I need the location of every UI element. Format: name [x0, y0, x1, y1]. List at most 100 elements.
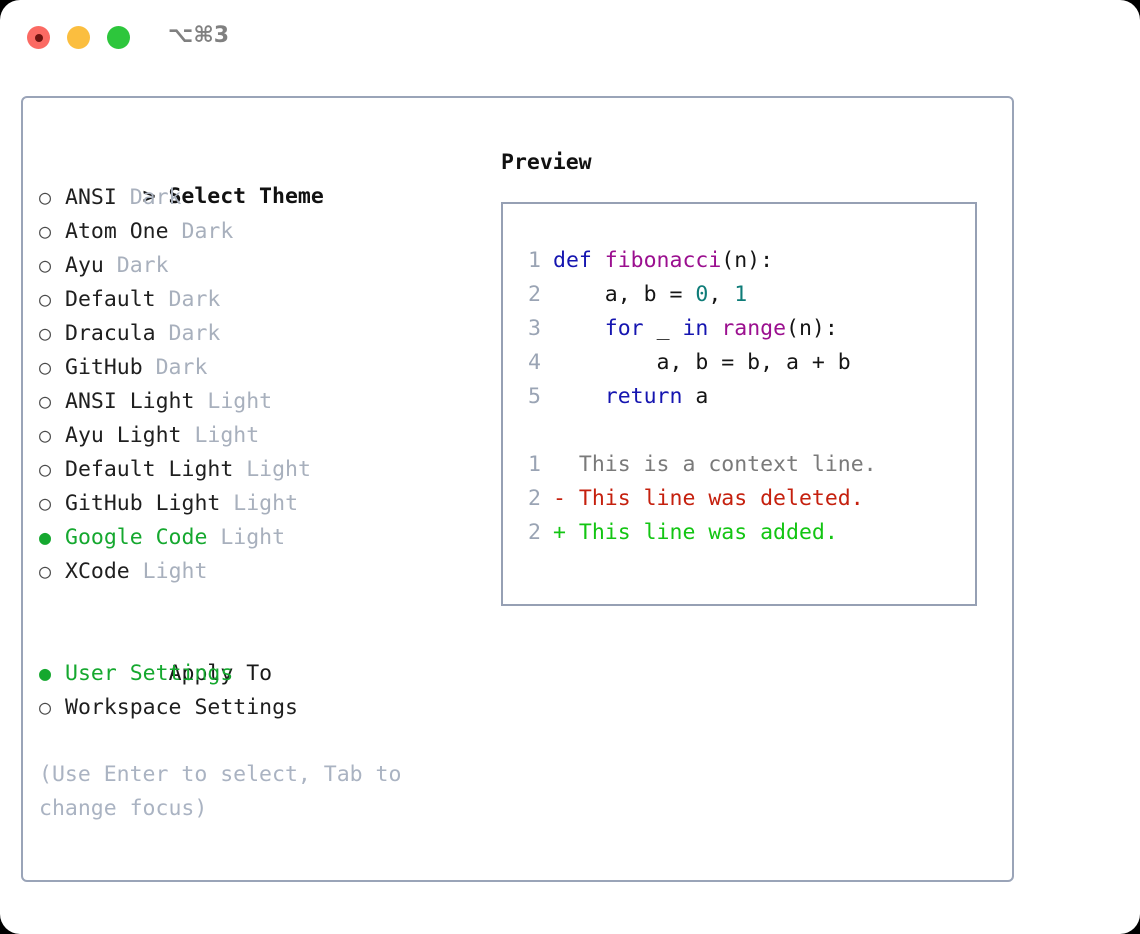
title-bar: ⌥⌘3 — [0, 0, 1140, 78]
code-token: a — [682, 384, 709, 409]
radio-unselected-icon[interactable]: ○ — [39, 321, 52, 345]
code-token: range — [721, 316, 787, 341]
theme-name: XCode — [65, 559, 130, 584]
code-token — [553, 384, 605, 409]
window-controls — [27, 26, 130, 49]
radio-unselected-icon[interactable]: ○ — [39, 491, 52, 515]
line-number: 2 — [528, 520, 541, 545]
keyboard-shortcut-label: ⌥⌘3 — [168, 23, 230, 48]
theme-list-item[interactable]: ○ XCode Light — [39, 554, 489, 588]
code-token — [708, 316, 721, 341]
radio-unselected-icon[interactable]: ○ — [39, 389, 52, 413]
radio-unselected-icon[interactable]: ○ — [39, 423, 52, 447]
theme-variant: Light — [194, 389, 273, 414]
preview-title: Preview — [501, 150, 592, 175]
theme-variant: Dark — [168, 219, 234, 244]
minimize-button[interactable] — [67, 26, 90, 49]
theme-name: GitHub Light — [65, 491, 221, 516]
diff-line: 1 This is a context line. — [515, 448, 967, 482]
code-diff-gap — [515, 414, 967, 448]
theme-variant: Dark — [155, 321, 221, 346]
apply-to-label: User Settings — [65, 661, 234, 686]
diff-sample: 1 This is a context line.2- This line wa… — [515, 448, 967, 550]
code-token: in — [682, 316, 709, 341]
line-number: 3 — [528, 316, 541, 341]
line-number: 1 — [528, 452, 541, 477]
close-button[interactable] — [27, 26, 50, 49]
line-number: 2 — [528, 282, 541, 307]
theme-name: ANSI Light — [65, 389, 195, 414]
theme-list-item[interactable]: ● Google Code Light — [39, 520, 489, 554]
code-line: 5 return a — [515, 380, 967, 414]
apply-to-item[interactable]: ● User Settings — [39, 656, 489, 690]
code-token: _ — [643, 316, 683, 341]
code-token: 0 — [695, 282, 709, 307]
theme-list[interactable]: ○ANSI Dark○Atom One Dark○Ayu Dark○Defaul… — [39, 180, 489, 588]
line-number: 5 — [528, 384, 541, 409]
diff-line: 2+ This line was added. — [515, 516, 967, 550]
code-token: fibonacci — [604, 248, 722, 273]
radio-unselected-icon[interactable]: ○ — [39, 287, 52, 311]
radio-unselected-icon[interactable]: ○ — [39, 695, 52, 719]
apply-to-item[interactable]: ○ Workspace Settings — [39, 690, 489, 724]
theme-list-item[interactable]: ○ Default Dark — [39, 282, 489, 316]
theme-list-item[interactable]: ○GitHub Dark — [39, 350, 489, 384]
radio-selected-icon[interactable]: ● — [39, 661, 52, 685]
diff-text: This line was added. — [578, 520, 838, 545]
theme-variant: Light — [207, 525, 286, 550]
theme-variant: Light — [220, 491, 299, 516]
diff-marker: - — [553, 486, 579, 511]
radio-unselected-icon[interactable]: ○ — [39, 355, 52, 379]
line-number: 2 — [528, 486, 541, 511]
theme-list-item[interactable]: ○Ayu Light Light — [39, 418, 489, 452]
theme-list-item[interactable]: ○Atom One Dark — [39, 214, 489, 248]
theme-selector-column: > Select Theme ○ANSI Dark○Atom One Dark○… — [39, 146, 489, 826]
diff-line: 2- This line was deleted. — [515, 482, 967, 516]
code-token: return — [604, 384, 683, 409]
code-token: for — [604, 316, 644, 341]
theme-variant: Light — [181, 423, 260, 448]
theme-list-item[interactable]: ○ ANSI Dark — [39, 180, 489, 214]
theme-name: Dracula — [65, 321, 156, 346]
theme-list-item[interactable]: ○ GitHub Light Light — [39, 486, 489, 520]
theme-variant: Light — [129, 559, 208, 584]
radio-unselected-icon[interactable]: ○ — [39, 219, 52, 243]
theme-list-item[interactable]: ○ ANSI Light Light — [39, 384, 489, 418]
theme-name: Default — [65, 287, 156, 312]
apply-to-heading-text: Apply To — [168, 661, 273, 686]
theme-variant: Dark — [116, 185, 182, 210]
theme-variant: Dark — [155, 287, 221, 312]
theme-list-heading: > Select Theme — [39, 146, 489, 209]
theme-list-item[interactable]: ○ Ayu Dark — [39, 248, 489, 282]
theme-variant: Dark — [103, 253, 169, 278]
code-token: def — [553, 248, 605, 273]
maximize-button[interactable] — [107, 26, 130, 49]
theme-list-item[interactable]: ○Default Light Light — [39, 452, 489, 486]
diff-text: This is a context line. — [578, 452, 877, 477]
theme-name: GitHub — [65, 355, 143, 380]
theme-name: Ayu — [65, 253, 104, 278]
code-token: (n): — [721, 248, 774, 273]
radio-unselected-icon[interactable]: ○ — [39, 559, 52, 583]
theme-name: ANSI — [65, 185, 117, 210]
theme-name: Google Code — [65, 525, 208, 550]
code-line: 4 a, b = b, a + b — [515, 346, 967, 380]
diff-text: This line was deleted. — [578, 486, 864, 511]
radio-unselected-icon[interactable]: ○ — [39, 457, 52, 481]
radio-unselected-icon[interactable]: ○ — [39, 253, 52, 277]
theme-list-heading-text: > Select Theme — [142, 184, 324, 209]
code-token — [553, 316, 605, 341]
apply-to-label: Workspace Settings — [65, 695, 298, 720]
theme-list-item[interactable]: ○ Dracula Dark — [39, 316, 489, 350]
radio-unselected-icon[interactable]: ○ — [39, 185, 52, 209]
apply-to-list[interactable]: ● User Settings ○ Workspace Settings — [39, 656, 489, 724]
code-token: , — [708, 282, 735, 307]
code-line: 3 for _ in range(n): — [515, 312, 967, 346]
radio-selected-icon[interactable]: ● — [39, 525, 52, 549]
